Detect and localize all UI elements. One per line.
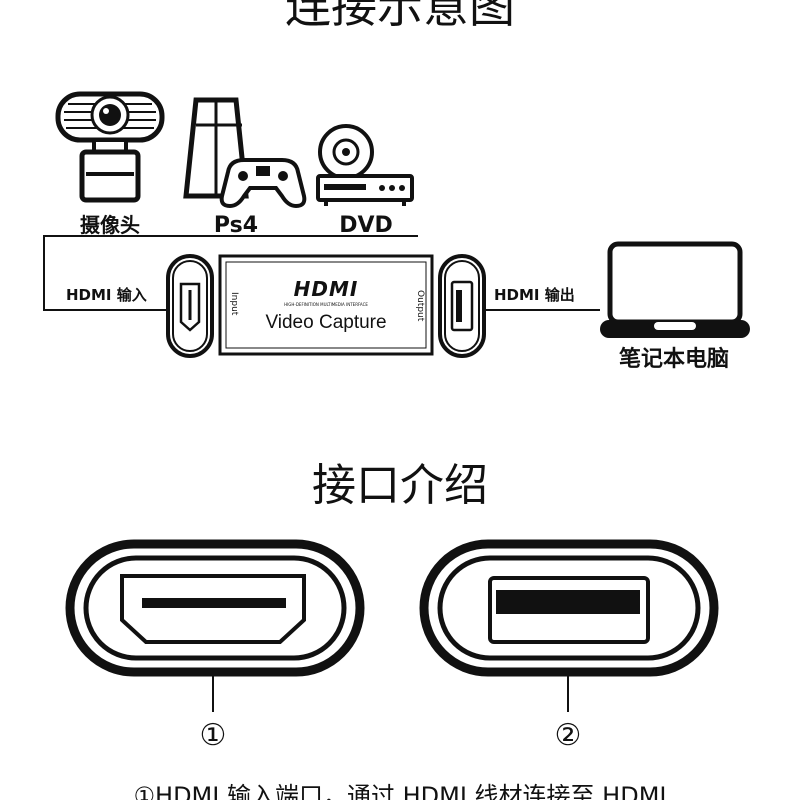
output-side-label: Output (415, 290, 425, 322)
dvd-disc-icon (318, 124, 374, 180)
dvd-label: DVD (339, 213, 393, 238)
camera-label: 摄像头 (80, 213, 140, 237)
port1-description: ①HDMI 输入端口，通过 HDMI 线材连接至 HDMI (134, 782, 667, 800)
game-controller-icon (219, 158, 307, 209)
usb-port-large-icon (419, 539, 719, 677)
input-side-label: Input (229, 292, 239, 316)
laptop-label: 笔记本电脑 (619, 346, 729, 372)
dvd-player-icon (316, 174, 414, 206)
video-capture-label: Video Capture (265, 312, 386, 333)
port1-marker: ① (200, 718, 227, 753)
port2-marker: ② (555, 718, 582, 753)
laptop-icon (600, 241, 750, 338)
hdmi-input-label: HDMI 输入 (66, 286, 147, 304)
webcam-icon (55, 91, 165, 203)
hdmi-logo: HDMI (294, 277, 359, 301)
ps4-label: Ps4 (214, 213, 258, 238)
usb-output-port-icon (438, 254, 486, 358)
input-cable-line (43, 235, 418, 311)
interface-intro-title: 接口介绍 (312, 460, 488, 511)
connection-diagram-title: 连接示意图 (285, 0, 515, 33)
hdmi-port-large-icon (65, 539, 365, 677)
hdmi-input-port-icon (166, 254, 214, 358)
hdmi-logo-subtitle: HIGH-DEFINITION MULTIMEDIA INTERFACE (284, 302, 368, 307)
capture-device-body (218, 254, 434, 356)
hdmi-output-label: HDMI 输出 (494, 286, 575, 304)
